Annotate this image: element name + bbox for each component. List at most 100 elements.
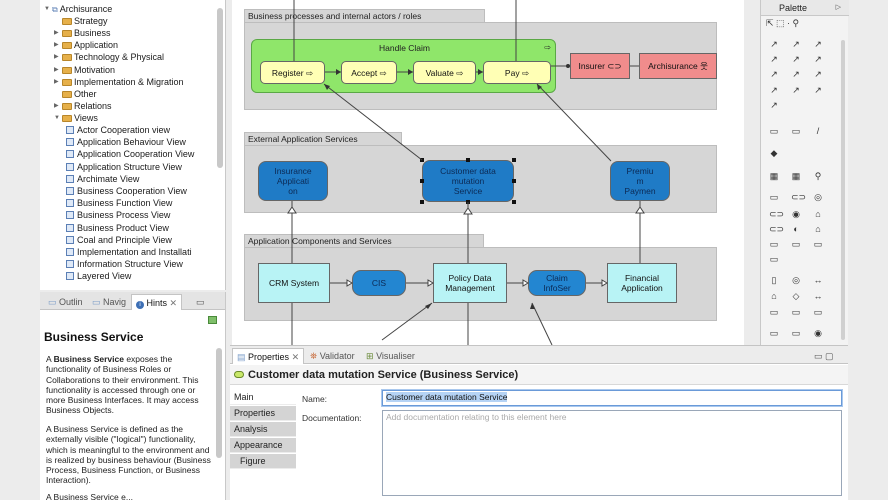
expand-arrow-icon[interactable]: ▶ (54, 67, 59, 73)
palette-tool-icon[interactable]: ▦ (769, 171, 779, 181)
side-tab-analysis[interactable]: Analysis (230, 422, 296, 437)
palette-tool-icon[interactable]: ▭ (791, 239, 801, 249)
minimize-button[interactable]: ▭ (196, 297, 205, 307)
palette-tool-icon[interactable]: ◉ (792, 209, 800, 219)
palette-tool-icon[interactable] (813, 255, 823, 264)
palette-tool-icon[interactable] (791, 101, 801, 110)
palette-tool-icon[interactable]: ↗ (770, 85, 778, 95)
palette-tool-icon[interactable]: ⚲ (814, 171, 822, 181)
palette-tool-icon[interactable]: ▭ (813, 239, 823, 249)
palette-tool-icon[interactable]: ◆ (770, 148, 778, 158)
palette-header[interactable]: Palette▷ (761, 0, 849, 16)
tree-folder-views[interactable]: ▼Views (54, 113, 98, 123)
palette-tool-icon[interactable]: ↗ (770, 54, 778, 64)
palette-tool-icon[interactable]: ↔ (813, 291, 823, 301)
palette-tool-icon[interactable]: ▭ (769, 239, 779, 249)
palette-tool-icon[interactable]: ↗ (792, 54, 800, 64)
diagram-canvas[interactable]: Business processes and internal actors /… (232, 0, 744, 345)
tree-folder-motivation[interactable]: ▶Motivation (54, 65, 116, 75)
palette-tool-icon[interactable]: ◇ (792, 291, 800, 301)
role-insurer[interactable]: Insurer ⊂⊃ (570, 53, 630, 79)
tree-folder-business[interactable]: ▶Business (54, 28, 111, 38)
service-premium-payment[interactable]: Premiu m Paymen (610, 161, 670, 201)
tree-folder-application[interactable]: ▶Application (54, 40, 119, 50)
tree-folder-technology[interactable]: ▶Technology & Physical (54, 52, 165, 62)
expand-arrow-icon[interactable]: ▶ (54, 30, 59, 36)
expand-arrow-icon[interactable]: ▶ (54, 103, 59, 109)
palette-tool-icon[interactable]: / (816, 126, 820, 136)
component-crm-system[interactable]: CRM System (258, 263, 330, 303)
actor-archisurance[interactable]: Archisurance 웃 (639, 53, 717, 79)
palette-tool-icon[interactable] (813, 149, 823, 158)
tab-hints[interactable]: i Hints ✕ (131, 294, 183, 310)
service-insurance-application[interactable]: Insurance Applicati on (258, 161, 328, 201)
process-pay[interactable]: Pay ⇨ (483, 61, 551, 84)
palette-scrollbar[interactable] (841, 40, 845, 340)
documentation-field[interactable]: Add documentation relating to this eleme… (382, 410, 842, 496)
side-tab-appearance[interactable]: Appearance (230, 438, 296, 453)
palette-tool-icon[interactable]: ▭ (769, 192, 779, 202)
palette-tool-icon[interactable]: ▭ (813, 307, 823, 317)
palette-tool-icon[interactable]: ▯ (771, 275, 777, 285)
tree-folder-implementation[interactable]: ▶Implementation & Migration (54, 77, 184, 87)
hints-scrollbar[interactable] (216, 348, 222, 458)
tree-view-item[interactable]: Business Function View (66, 197, 172, 209)
process-valuate[interactable]: Valuate ⇨ (413, 61, 476, 84)
palette-tool-icon[interactable]: ↗ (814, 54, 822, 64)
minimize-button[interactable]: ▭ ▢ (814, 351, 834, 361)
palette-tool-icon[interactable]: ▭ (791, 307, 801, 317)
name-field[interactable]: Customer data mutation Service (382, 390, 842, 406)
palette-tool-icon[interactable]: ↗ (814, 85, 822, 95)
palette-tool-icon[interactable]: ⌂ (771, 291, 777, 301)
palette-tool-icon[interactable]: ▭ (769, 307, 779, 317)
palette-tool-icon[interactable]: ↗ (792, 85, 800, 95)
tree-view-item[interactable]: Business Process View (66, 209, 170, 221)
process-register[interactable]: Register ⇨ (260, 61, 325, 84)
palette-tool-icon[interactable]: ⌂ (815, 224, 821, 234)
palette-tool-icon[interactable]: ◐ (793, 224, 799, 234)
collapse-icon[interactable]: ▷ (835, 4, 841, 11)
side-tab-figure[interactable]: Figure (230, 454, 296, 469)
model-tree[interactable]: ▼⧉Archisurance Strategy ▶Business ▶Appli… (40, 0, 226, 290)
palette-tool-icon[interactable]: ↗ (770, 39, 778, 49)
expand-arrow-icon[interactable]: ▶ (54, 54, 59, 60)
palette-tool-icon[interactable]: ⌂ (815, 209, 821, 219)
palette-tool-icon[interactable]: ◎ (792, 275, 800, 285)
component-financial-application[interactable]: Financial Application (607, 263, 677, 303)
palette-tool-icon[interactable]: ↗ (792, 39, 800, 49)
close-icon[interactable]: ✕ (169, 298, 178, 308)
tree-view-item[interactable]: Actor Cooperation view (66, 124, 170, 136)
side-tab-main[interactable]: Main (230, 390, 296, 405)
group-label[interactable]: External Application Services (244, 132, 402, 145)
tree-folder-relations[interactable]: ▶Relations (54, 101, 112, 111)
tree-view-item[interactable]: Implementation and Installati (66, 246, 192, 258)
palette-tool-icon[interactable]: ▭ (769, 254, 779, 264)
palette-tool-icon[interactable]: ↗ (814, 39, 822, 49)
tab-outline[interactable]: ▭ Outlin (48, 297, 83, 307)
tab-visualiser[interactable]: ⊞ Visualiser (366, 351, 415, 361)
tree-view-item[interactable]: Layered View (66, 270, 131, 282)
palette-tool-icon[interactable]: ⊂⊃ (769, 209, 785, 219)
tree-folder-other[interactable]: Other (54, 88, 97, 100)
tree-view-item[interactable]: Application Cooperation View (66, 148, 194, 160)
tree-view-item[interactable]: Coal and Principle View (66, 234, 172, 246)
expand-arrow-icon[interactable]: ▶ (54, 42, 59, 48)
tree-view-item[interactable]: Information Structure View (66, 258, 183, 270)
palette-tool-icon[interactable]: ◉ (814, 328, 822, 338)
tab-properties[interactable]: ▤ Properties ✕ (232, 348, 305, 364)
side-tab-properties[interactable]: Properties (230, 406, 296, 421)
process-accept[interactable]: Accept ⇨ (341, 61, 397, 84)
tree-view-item[interactable]: Application Behaviour View (66, 136, 186, 148)
expand-arrow-icon[interactable]: ▶ (54, 79, 59, 85)
interface-cis[interactable]: CIS (352, 270, 406, 296)
palette-tool-icon[interactable]: ↗ (770, 100, 778, 110)
collapse-arrow-icon[interactable]: ▼ (44, 6, 50, 12)
palette[interactable]: Palette▷ ⇱ ⬚ · ⚲ ↗↗↗↗↗↗↗↗↗↗↗↗↗▭▭/◆▦▦⚲▭⊂⊃… (760, 0, 849, 345)
tree-view-item[interactable]: Application Structure View (66, 161, 182, 173)
palette-tool-icon[interactable]: ◎ (814, 192, 822, 202)
palette-tool-icon[interactable]: ▦ (791, 171, 801, 181)
palette-tool-icon[interactable] (791, 149, 801, 158)
tree-view-item[interactable]: Archimate View (66, 173, 139, 185)
palette-tool-icon[interactable]: ▭ (791, 126, 801, 136)
tree-view-item[interactable]: Business Cooperation View (66, 185, 187, 197)
